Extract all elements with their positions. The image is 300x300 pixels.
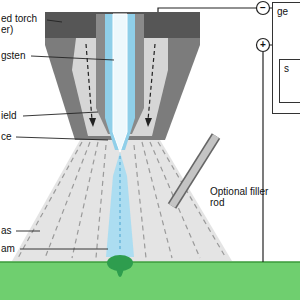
part-label: as <box>1 225 15 236</box>
polarity-sign: + <box>257 40 269 50</box>
part-label: gsten <box>1 50 31 61</box>
filler-rod-outline <box>172 136 216 206</box>
arc <box>106 152 134 257</box>
gas-arrowheads <box>89 118 152 127</box>
wires <box>158 8 272 262</box>
part-label: am <box>1 243 19 254</box>
filler-rod <box>172 136 216 206</box>
arc-axis <box>120 156 121 250</box>
power-source-box: ge s <box>272 2 300 114</box>
box-text: ge <box>273 3 300 20</box>
part-label: Optional filler rod <box>210 186 272 208</box>
box-text: s <box>280 60 300 77</box>
workpiece <box>0 262 300 300</box>
part-label: ield <box>1 110 23 121</box>
part-label: ce <box>1 131 15 142</box>
source-inner-box: s <box>279 59 300 103</box>
gas-flow-lines <box>18 142 226 258</box>
weld-penetration <box>116 268 124 277</box>
part-label: ed torch er) <box>1 13 45 35</box>
tungsten-electrode <box>113 14 127 152</box>
gas-arrows <box>86 44 155 120</box>
terminal-circles <box>257 2 270 52</box>
polarity-sign: − <box>257 3 269 13</box>
leader-lines <box>16 20 114 249</box>
workpiece-edge <box>0 261 300 263</box>
